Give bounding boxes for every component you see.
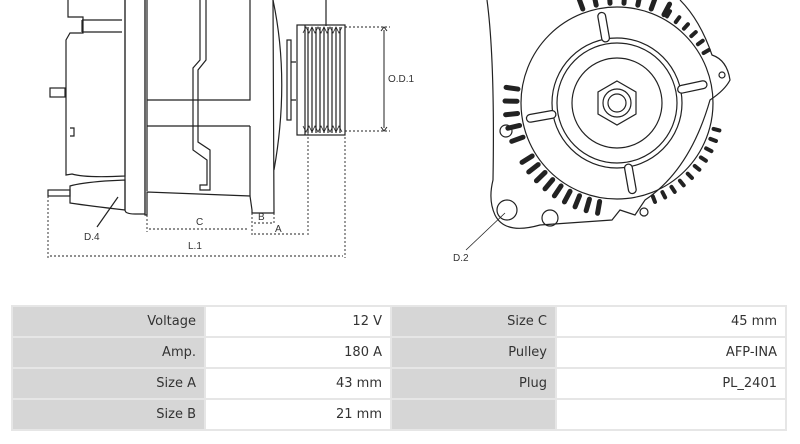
table-row: Amp. 180 A Pulley AFP-INA xyxy=(13,338,785,367)
vent-slot xyxy=(583,196,592,214)
spec-value: 12 V xyxy=(206,307,390,336)
vent-slot xyxy=(692,163,702,172)
od1-dimension-label: O.D.1 xyxy=(388,74,415,85)
vent-slot xyxy=(669,184,677,194)
vent-slot xyxy=(503,84,521,92)
spec-value xyxy=(557,400,785,429)
vent-slot xyxy=(650,194,657,204)
vent-slot xyxy=(519,153,535,165)
vent-slot xyxy=(576,0,586,12)
vent-slot xyxy=(685,171,694,180)
table-row: Size B 21 mm xyxy=(13,400,785,429)
vent-slot xyxy=(661,1,673,18)
spec-label xyxy=(392,400,555,429)
vent-slot xyxy=(677,178,686,188)
spec-label: Size B xyxy=(13,400,204,429)
vent-slot xyxy=(561,188,573,205)
fan-spoke-inner xyxy=(527,111,556,122)
a-dimension-label: A xyxy=(275,224,282,235)
spec-label: Amp. xyxy=(13,338,204,367)
vent-slot xyxy=(526,162,541,175)
vent-slot xyxy=(673,15,682,25)
vent-slot xyxy=(551,183,564,199)
vent-slot xyxy=(665,9,672,19)
spec-value: 21 mm xyxy=(206,400,390,429)
d4-dimension-label: D.4 xyxy=(84,232,100,243)
table-row: Size A 43 mm Plug PL_2401 xyxy=(13,369,785,398)
spec-label: Pulley xyxy=(392,338,555,367)
spec-value: PL_2401 xyxy=(557,369,785,398)
spec-label: Voltage xyxy=(13,307,204,336)
vent-slot xyxy=(592,0,599,8)
spec-value: 180 A xyxy=(206,338,390,367)
vent-slot xyxy=(572,193,583,210)
vent-slot xyxy=(503,110,521,118)
spec-value: AFP-INA xyxy=(557,338,785,367)
fan-spoke-inner xyxy=(598,13,609,42)
vent-slot xyxy=(681,22,690,31)
vent-slot xyxy=(660,190,668,200)
alternator-front-view xyxy=(465,0,731,251)
table-row: Voltage 12 V Size C 45 mm xyxy=(13,307,785,336)
alternator-technical-drawing: O.D.1 C B A L.1 D.4 D.2 xyxy=(47,0,731,264)
vent-slot xyxy=(509,134,526,144)
spec-label: Size A xyxy=(13,369,204,398)
fan-spoke-inner xyxy=(625,164,636,193)
vent-slot xyxy=(595,198,603,216)
spec-value: 45 mm xyxy=(557,307,785,336)
vent-slot xyxy=(635,0,642,8)
vent-slot xyxy=(689,30,698,39)
vent-slot xyxy=(621,0,627,6)
c-dimension-label: C xyxy=(196,217,203,228)
vent-slot xyxy=(648,0,658,12)
fan-spoke-inner xyxy=(678,81,707,93)
vent-slot xyxy=(708,136,718,143)
d2-dimension-label: D.2 xyxy=(453,253,469,264)
spec-value: 43 mm xyxy=(206,369,390,398)
vent-slot xyxy=(704,146,714,154)
vent-slot xyxy=(542,177,556,192)
specifications-table: Voltage 12 V Size C 45 mm Amp. 180 A Pul… xyxy=(11,305,787,431)
spec-label: Size C xyxy=(392,307,555,336)
vent-slot xyxy=(505,122,523,131)
vent-slot xyxy=(607,0,613,6)
l1-dimension-label: L.1 xyxy=(188,241,202,252)
alternator-side-view xyxy=(47,0,390,258)
vent-slot xyxy=(698,155,708,163)
vent-slot xyxy=(533,169,548,184)
vent-slot xyxy=(695,38,705,47)
spec-label: Plug xyxy=(392,369,555,398)
vent-slot xyxy=(711,126,722,133)
b-dimension-label: B xyxy=(258,212,265,223)
vent-slot xyxy=(701,48,711,55)
